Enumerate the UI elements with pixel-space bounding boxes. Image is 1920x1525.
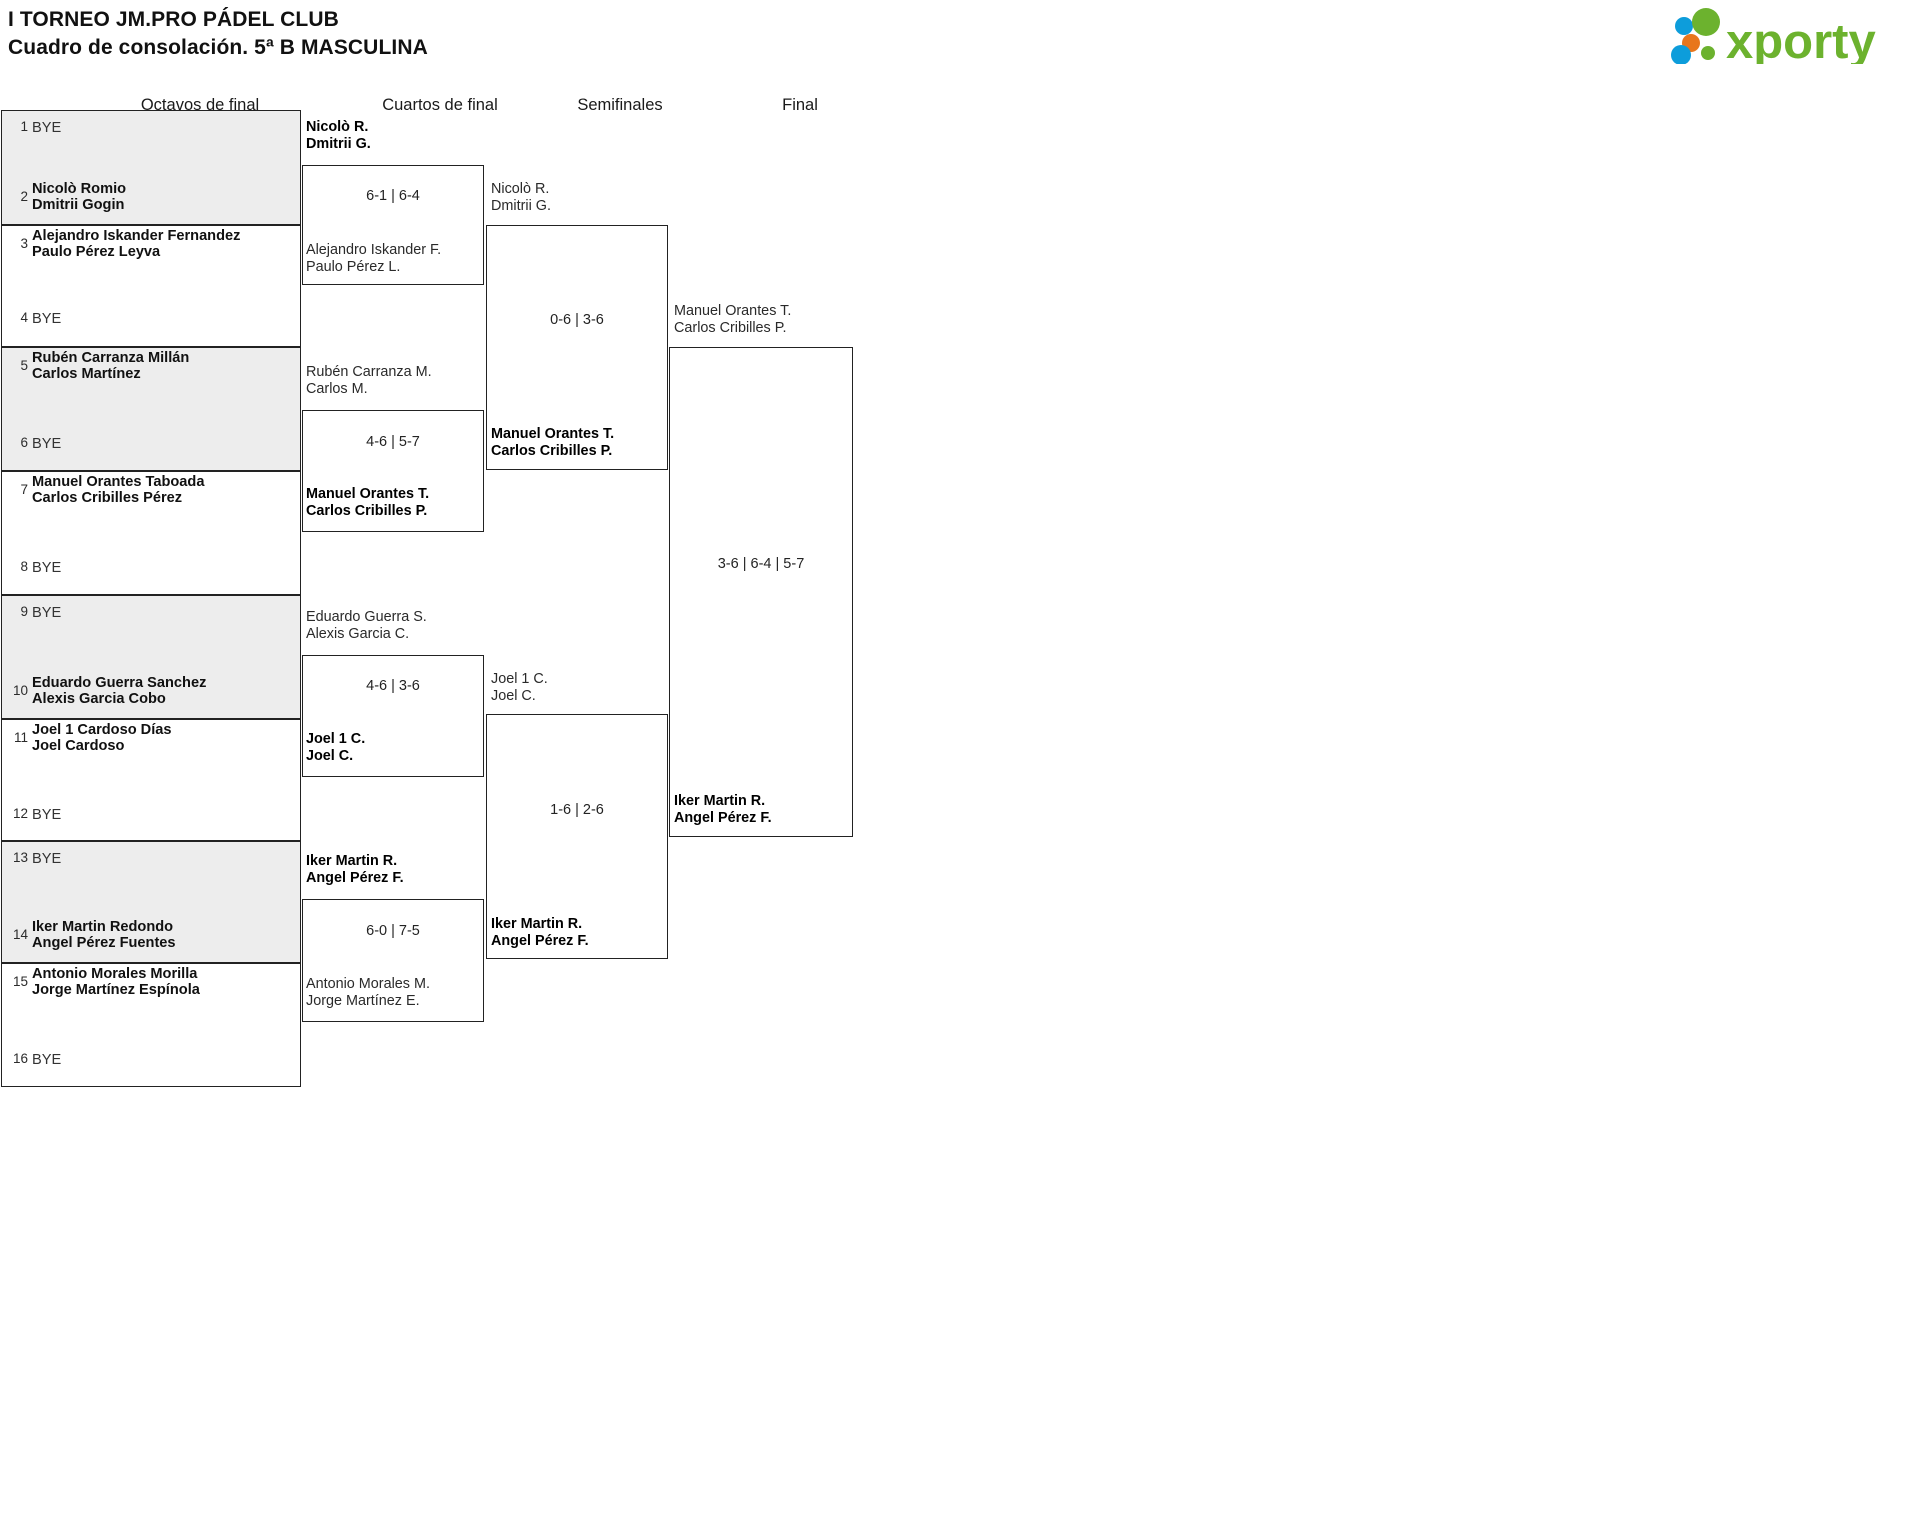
xporty-logo-svg: xporty: [1671, 8, 1876, 69]
seed-row-12[interactable]: 12 BYE: [2, 798, 300, 838]
round-header-cuartos: Cuartos de final: [382, 96, 498, 114]
cuartos-m2-score: 4-6 | 5-7: [366, 434, 420, 450]
cuartos-m1-bottom-team[interactable]: Alejandro Iskander F. Paulo Pérez L.: [306, 242, 442, 275]
cuartos-m4-box: [302, 899, 484, 1022]
seed-row-1[interactable]: 1 BYE: [2, 111, 300, 151]
seed-number: 7: [20, 482, 28, 497]
seed-row-3[interactable]: 3 Alejandro Iskander Fernandez Paulo Pér…: [2, 226, 300, 266]
round-header-final: Final: [782, 96, 818, 114]
seed-number: 1: [20, 119, 28, 134]
semis-m2-score: 1-6 | 2-6: [550, 802, 604, 818]
seed-row-13[interactable]: 13 BYE: [2, 842, 300, 882]
seed-names: BYE: [32, 120, 62, 136]
final-bottom-team[interactable]: Iker Martin R. Angel Pérez F.: [674, 793, 772, 826]
round-header-octavos: Octavos de final: [140, 96, 260, 114]
semis-m2-top-team[interactable]: Joel 1 C. Joel C.: [491, 671, 548, 704]
seed-block-13-14[interactable]: 13 BYE 14 Iker Martin Redondo Angel Pére…: [1, 841, 301, 963]
seed-block-5-6[interactable]: 5 Rubén Carranza Millán Carlos Martínez …: [1, 347, 301, 471]
seed-names: Eduardo Guerra Sanchez Alexis Garcia Cob…: [32, 675, 207, 708]
seed-number: 11: [13, 730, 28, 745]
cuartos-m3-bottom-team[interactable]: Joel 1 C. Joel C.: [306, 731, 366, 764]
seed-number: 5: [20, 358, 28, 373]
semis-m1-top-team[interactable]: Nicolò R. Dmitrii G.: [491, 181, 551, 214]
seed-block-3-4[interactable]: 3 Alejandro Iskander Fernandez Paulo Pér…: [1, 225, 301, 347]
semis-m1-score: 0-6 | 3-6: [550, 312, 604, 328]
seed-block-1-2[interactable]: 1 BYE 2 Nicolò Romio Dmitrii Gogin: [1, 110, 301, 225]
seed-number: 6: [20, 435, 28, 450]
round-header-semifinales: Semifinales: [577, 96, 663, 114]
seed-row-10[interactable]: 10 Eduardo Guerra Sanchez Alexis Garcia …: [2, 673, 300, 713]
seed-row-2[interactable]: 2 Nicolò Romio Dmitrii Gogin: [2, 179, 300, 219]
final-score: 3-6 | 6-4 | 5-7: [717, 556, 805, 572]
seed-names: Rubén Carranza Millán Carlos Martínez: [32, 350, 190, 383]
cuartos-m3-box: [302, 655, 484, 777]
seed-number: 2: [20, 189, 28, 204]
seed-row-15[interactable]: 15 Antonio Morales Morilla Jorge Martíne…: [2, 964, 300, 1004]
seed-names: BYE: [32, 851, 62, 867]
logo-wordmark: xporty: [1726, 15, 1876, 64]
final-top-team[interactable]: Manuel Orantes T. Carlos Cribilles P.: [674, 303, 792, 336]
logo-dot-green-small: [1701, 46, 1715, 60]
seed-number: 4: [20, 310, 28, 325]
seed-row-9[interactable]: 9 BYE: [2, 596, 300, 636]
cuartos-m1-score: 6-1 | 6-4: [366, 188, 420, 204]
seed-number: 12: [12, 806, 28, 821]
semis-m2-box: [486, 714, 668, 959]
logo-dot-blue-top: [1675, 17, 1693, 35]
cuartos-m4-score: 6-0 | 7-5: [366, 923, 420, 939]
cuartos-m3-score: 4-6 | 3-6: [366, 678, 420, 694]
cuartos-m2-top-team[interactable]: Rubén Carranza M. Carlos M.: [306, 364, 432, 397]
seed-number: 16: [12, 1051, 28, 1066]
seed-row-14[interactable]: 14 Iker Martin Redondo Angel Pérez Fuent…: [2, 917, 300, 957]
bracket-subtitle: Cuadro de consolación. 5ª B MASCULINA: [8, 35, 428, 59]
seed-row-5[interactable]: 5 Rubén Carranza Millán Carlos Martínez: [2, 348, 300, 388]
seed-row-11[interactable]: 11 Joel 1 Cardoso Días Joel Cardoso: [2, 720, 300, 760]
tournament-name: I TORNEO JM.PRO PÁDEL CLUB: [8, 8, 339, 31]
seed-block-15-16[interactable]: 15 Antonio Morales Morilla Jorge Martíne…: [1, 963, 301, 1087]
cuartos-m4-bottom-team[interactable]: Antonio Morales M. Jorge Martínez E.: [306, 976, 430, 1009]
seed-number: 13: [12, 850, 28, 865]
semis-m1-bottom-team[interactable]: Manuel Orantes T. Carlos Cribilles P.: [491, 426, 615, 459]
cuartos-m3-top-team[interactable]: Eduardo Guerra S. Alexis Garcia C.: [306, 609, 427, 642]
page-title: I TORNEO JM.PRO PÁDEL CLUB Cuadro de con…: [8, 6, 428, 61]
seed-names: BYE: [32, 560, 62, 576]
semis-m2-bottom-team[interactable]: Iker Martin R. Angel Pérez F.: [491, 916, 589, 949]
seed-block-11-12[interactable]: 11 Joel 1 Cardoso Días Joel Cardoso 12 B…: [1, 719, 301, 841]
cuartos-m4-top-team[interactable]: Iker Martin R. Angel Pérez F.: [306, 853, 404, 886]
seed-number: 14: [12, 927, 28, 942]
seed-row-8[interactable]: 8 BYE: [2, 551, 300, 591]
logo-dot-blue-bottom: [1671, 45, 1691, 65]
seed-names: Manuel Orantes Taboada Carlos Cribilles …: [32, 474, 205, 507]
cuartos-m2-box: [302, 410, 484, 532]
seed-names: BYE: [32, 1052, 62, 1068]
cuartos-m2-bottom-team[interactable]: Manuel Orantes T. Carlos Cribilles P.: [306, 486, 430, 519]
seed-names: Alejandro Iskander Fernandez Paulo Pérez…: [32, 228, 241, 261]
seed-block-9-10[interactable]: 9 BYE 10 Eduardo Guerra Sanchez Alexis G…: [1, 595, 301, 719]
seed-number: 10: [12, 683, 28, 698]
seed-names: BYE: [32, 311, 62, 327]
seed-names: BYE: [32, 436, 62, 452]
seed-names: Nicolò Romio Dmitrii Gogin: [32, 181, 127, 214]
seed-number: 8: [20, 559, 28, 574]
seed-names: Iker Martin Redondo Angel Pérez Fuentes: [32, 919, 176, 952]
seed-row-7[interactable]: 7 Manuel Orantes Taboada Carlos Cribille…: [2, 472, 300, 512]
seed-names: Joel 1 Cardoso Días Joel Cardoso: [32, 722, 172, 755]
seed-names: Antonio Morales Morilla Jorge Martínez E…: [32, 966, 200, 999]
seed-number: 9: [20, 604, 28, 619]
cuartos-m1-top-team[interactable]: Nicolò R. Dmitrii G.: [306, 119, 371, 152]
seed-names: BYE: [32, 807, 62, 823]
seed-row-6[interactable]: 6 BYE: [2, 427, 300, 467]
seed-number: 15: [12, 974, 28, 989]
cuartos-m1-box: [302, 165, 484, 285]
seed-number: 3: [20, 236, 28, 251]
final-box: [669, 347, 853, 837]
seed-block-7-8[interactable]: 7 Manuel Orantes Taboada Carlos Cribille…: [1, 471, 301, 595]
xporty-logo: xporty: [1666, 8, 1906, 69]
semis-m1-box: [486, 225, 668, 470]
seed-names: BYE: [32, 605, 62, 621]
seed-row-16[interactable]: 16 BYE: [2, 1043, 300, 1083]
seed-row-4[interactable]: 4 BYE: [2, 302, 300, 342]
logo-dot-green-big: [1692, 8, 1720, 36]
